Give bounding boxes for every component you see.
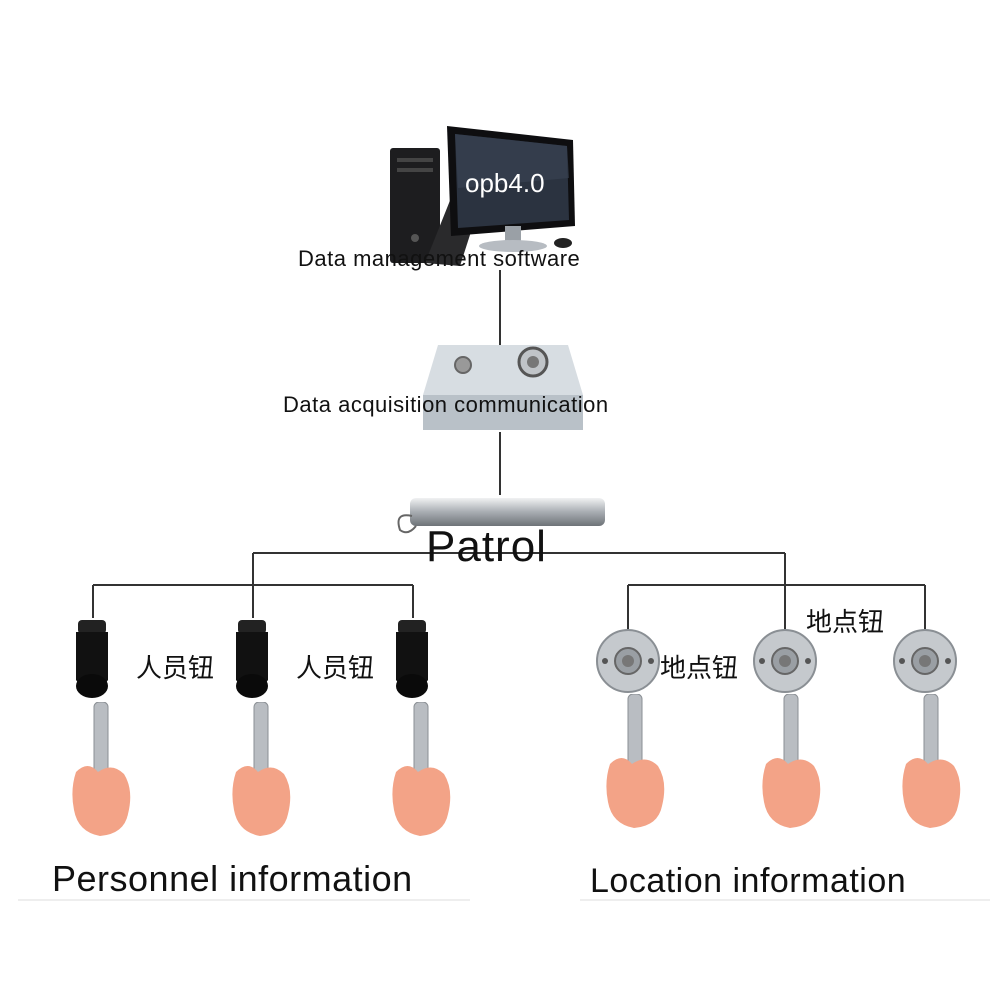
location-button-label-1: 地点钮 [660,654,739,684]
acquisition-label: Data acquisition communication [283,392,609,417]
location-button-label-2: 地点钮 [806,608,885,638]
computer-illustration [390,126,575,266]
hand-reader-3 [392,702,451,836]
patrol-label: Patrol [426,522,547,571]
screen-text: opb4.0 [465,168,545,198]
hand-reader-6 [902,694,961,828]
personnel-fob-2 [236,620,268,698]
pc-tower [390,148,440,263]
hand-reader-1 [72,702,131,836]
personnel-caption: Personnel information [52,858,413,899]
computer-label: Data management software [298,246,581,271]
personnel-button-label-1: 人员钮 [136,654,215,684]
personnel-fob-3 [396,620,428,698]
acquisition-device [423,345,583,430]
location-button-2 [753,629,817,693]
location-button-1 [596,629,660,693]
hand-reader-5 [762,694,821,828]
mouse [554,238,572,248]
personnel-fob-1 [76,620,108,698]
patrol-baton [397,498,605,534]
location-caption: Location information [590,862,907,900]
hand-reader-4 [606,694,665,828]
location-button-3 [893,629,957,693]
hand-reader-2 [232,702,291,836]
personnel-button-label-2: 人员钮 [296,654,375,684]
